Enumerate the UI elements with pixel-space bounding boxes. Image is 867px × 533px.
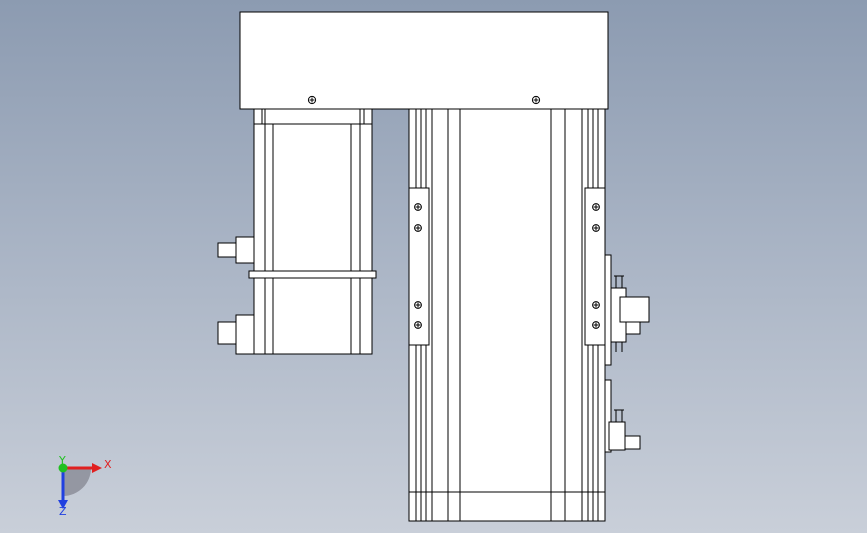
plate-screw-right [531,95,541,105]
mounting-bracket-right [584,187,606,346]
x-axis-label: X [104,458,112,471]
triad-shadow [63,468,91,496]
linear-module-body [408,108,606,522]
y-axis-dot [58,463,68,473]
x-axis-arrow [63,463,102,473]
coordinate-triad: X Y Z [58,454,112,518]
motor-connector-upper [217,236,255,264]
motor-mounting-plate [239,11,609,110]
limit-sensor-lower [604,379,641,453]
servo-motor [248,108,377,355]
motor-connector-lower [217,314,255,355]
mounting-bracket-left [408,187,430,346]
z-axis-arrow [58,468,68,509]
z-axis-label: Z [59,505,67,518]
end-cap [409,491,605,521]
motor-band [248,270,377,279]
limit-sensor-upper [604,254,650,366]
y-axis-label: Y [58,454,66,467]
plate-screw-left [307,95,317,105]
